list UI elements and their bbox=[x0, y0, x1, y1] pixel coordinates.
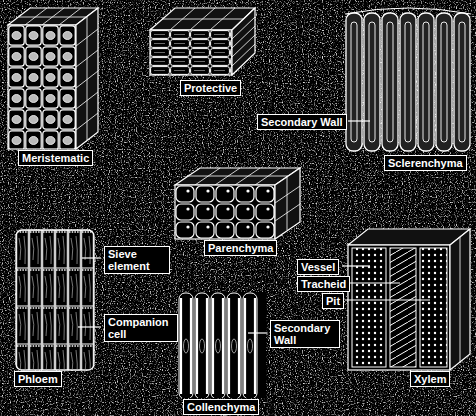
phloem-tissue bbox=[16, 230, 94, 370]
sclerenchyma-tissue bbox=[345, 8, 471, 152]
tissue-label: Sclerenchyma bbox=[384, 155, 467, 171]
tissue-label: Collenchyma bbox=[183, 399, 259, 415]
tissue-label: Phloem bbox=[14, 371, 62, 387]
parenchyma-tissue bbox=[175, 168, 300, 239]
tissue-label: Pit bbox=[322, 293, 344, 309]
meristematic-tissue bbox=[8, 8, 98, 149]
tissue-label: Sieve element bbox=[104, 246, 170, 274]
tissue-label: Tracheid bbox=[297, 276, 350, 292]
protective-tissue bbox=[150, 8, 255, 75]
tissue-label: Secondary Wall bbox=[270, 320, 340, 348]
tissue-label: Vessel bbox=[297, 259, 339, 275]
tissue-label: Companion cell bbox=[104, 314, 178, 342]
tissue-label: Secondary Wall bbox=[257, 114, 347, 130]
collenchyma-tissue bbox=[178, 292, 266, 398]
tissue-label: Parenchyma bbox=[204, 240, 277, 256]
tissue-label: Xylem bbox=[410, 371, 450, 387]
tissue-label: Protective bbox=[180, 80, 241, 96]
tissue-label: Meristematic bbox=[18, 150, 93, 166]
leader-lines bbox=[78, 121, 430, 333]
